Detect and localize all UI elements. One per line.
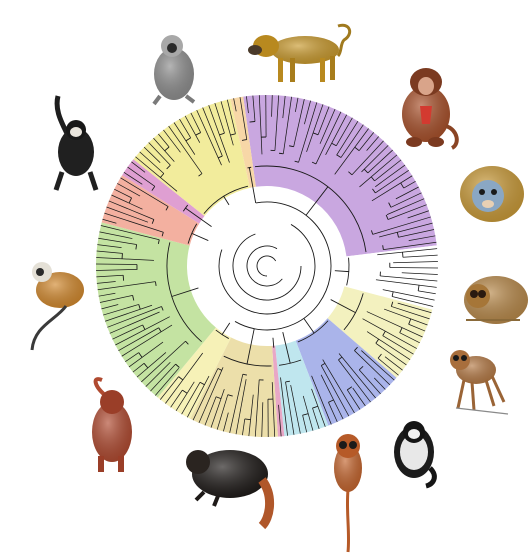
howler-monkey-illustration bbox=[92, 379, 132, 472]
stem-branch bbox=[224, 196, 229, 204]
phylogenetic-tree bbox=[96, 95, 438, 437]
ruffed-lemur-illustration bbox=[394, 421, 434, 486]
node-arc bbox=[279, 153, 283, 154]
langur-illustration bbox=[154, 35, 194, 104]
stem-branch bbox=[335, 271, 349, 272]
slender-loris-illustration bbox=[450, 350, 508, 414]
gibbon-illustration bbox=[56, 96, 96, 190]
saki-monkey-illustration bbox=[186, 450, 270, 526]
deep-node-arc bbox=[233, 234, 301, 300]
tarsier-illustration bbox=[334, 434, 362, 552]
stem-branch bbox=[222, 323, 230, 335]
snub-nosed-monkey-illustration bbox=[460, 166, 524, 222]
clade-sectors bbox=[96, 95, 438, 437]
gelada-illustration bbox=[402, 68, 457, 148]
stem-branch bbox=[192, 233, 209, 240]
squirrel-monkey-illustration bbox=[32, 262, 84, 350]
node-arc bbox=[250, 121, 255, 122]
yellow-baboon-illustration bbox=[248, 25, 350, 82]
deep-node-arc bbox=[257, 256, 276, 276]
slow-loris-illustration bbox=[464, 276, 528, 324]
stem-branch bbox=[304, 318, 314, 333]
deep-node-arc bbox=[247, 246, 282, 286]
